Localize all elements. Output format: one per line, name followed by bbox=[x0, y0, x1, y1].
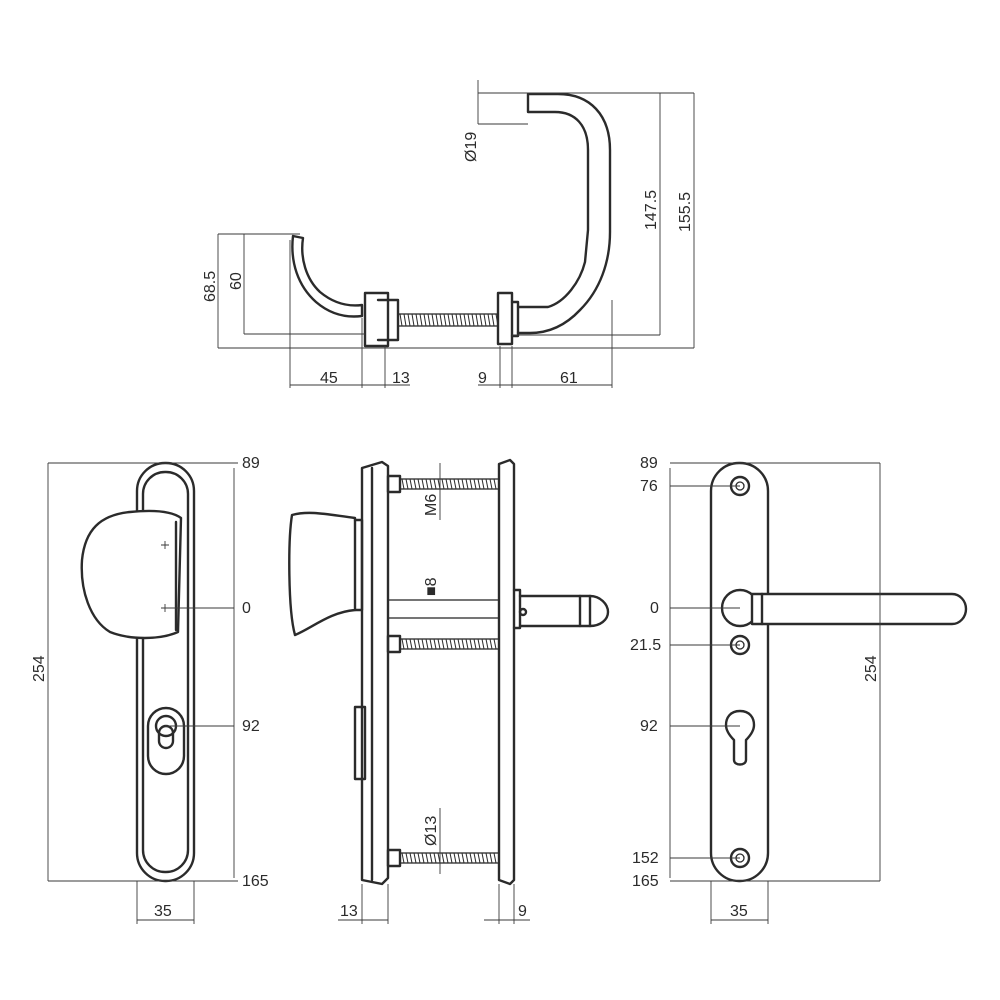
knob-side bbox=[288, 511, 357, 637]
dim-152: 152 bbox=[632, 850, 659, 867]
cylinder-outline bbox=[146, 706, 186, 776]
right-plate bbox=[497, 458, 516, 886]
right-backplate bbox=[709, 461, 770, 883]
left-rose bbox=[363, 291, 390, 348]
dim-square-8: ■8 bbox=[423, 577, 440, 596]
dim-60: 60 bbox=[228, 272, 245, 290]
dim-254-right: 254 bbox=[863, 655, 880, 682]
right-cylinder bbox=[724, 709, 756, 766]
dim-68-5: 68.5 bbox=[202, 271, 219, 302]
dim-165-right: 165 bbox=[632, 873, 659, 890]
dim-45: 45 bbox=[320, 370, 338, 387]
dim-254-left: 254 bbox=[31, 655, 48, 682]
dim-9-top: 9 bbox=[478, 370, 487, 387]
middle-side-view: M6 ■8 Ø13 13 9 bbox=[288, 458, 610, 924]
lever-profile bbox=[516, 92, 612, 335]
dim-d13: Ø13 bbox=[423, 816, 440, 846]
dim-9-mid: 9 bbox=[518, 903, 527, 920]
dim-m6: M6 bbox=[423, 494, 440, 516]
knob-profile bbox=[291, 234, 364, 318]
right-rose-step bbox=[510, 300, 520, 338]
dim-165-left: 165 bbox=[242, 873, 269, 890]
dim-13-mid: 13 bbox=[340, 903, 358, 920]
left-plate bbox=[360, 460, 390, 886]
dim-d19: Ø19 bbox=[463, 132, 480, 162]
dim-61: 61 bbox=[560, 370, 578, 387]
dim-89-right: 89 bbox=[640, 455, 658, 472]
dim-35-left: 35 bbox=[154, 903, 172, 920]
dim-21-5: 21.5 bbox=[630, 637, 661, 654]
dim-35-right: 35 bbox=[730, 903, 748, 920]
dim-0-left: 0 bbox=[242, 600, 251, 617]
dim-13-top: 13 bbox=[392, 370, 410, 387]
left-front-view: 89 0 92 165 254 35 bbox=[31, 455, 269, 924]
right-front-view: 89 76 0 21.5 92 152 165 254 35 bbox=[630, 455, 968, 924]
dim-76: 76 bbox=[640, 478, 658, 495]
backplate-inner bbox=[141, 470, 190, 874]
dim-92-left: 92 bbox=[242, 718, 260, 735]
dim-89-left: 89 bbox=[242, 455, 260, 472]
right-rose bbox=[496, 291, 514, 346]
dim-92-right: 92 bbox=[640, 718, 658, 735]
dim-147-5: 147.5 bbox=[643, 190, 660, 230]
knob-front bbox=[80, 509, 183, 640]
lever-arm bbox=[750, 592, 968, 626]
top-side-view: Ø19 147.5 155.5 68.5 60 45 13 9 61 bbox=[202, 80, 695, 388]
dim-0-right: 0 bbox=[650, 600, 659, 617]
dim-155-5: 155.5 bbox=[677, 192, 694, 232]
